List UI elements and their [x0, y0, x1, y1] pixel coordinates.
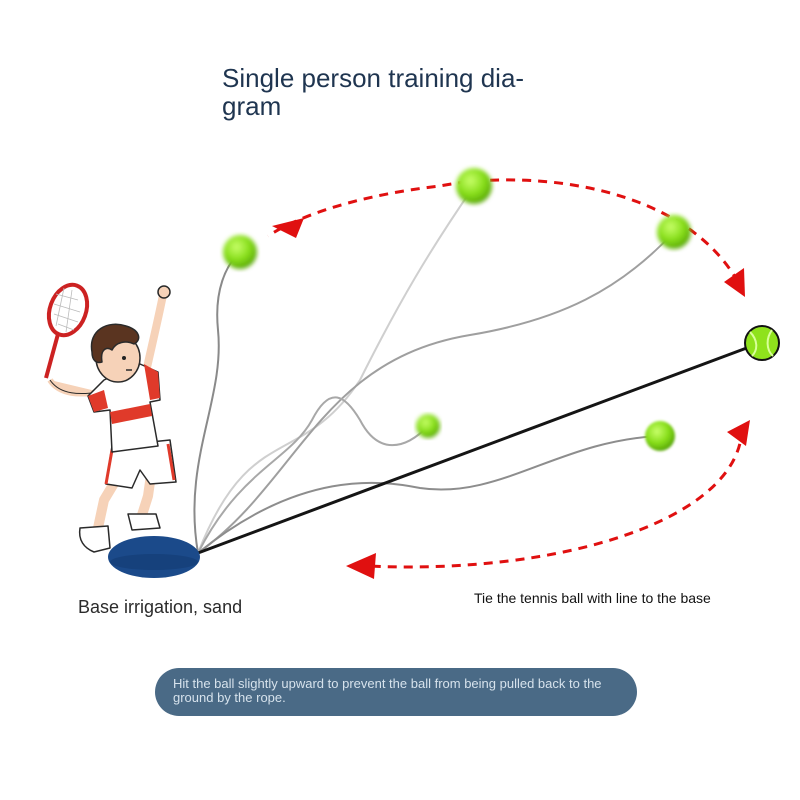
hair — [90, 323, 140, 364]
ropes — [193, 185, 762, 555]
arm-right — [142, 291, 167, 376]
tip-text: Hit the ball slightly upward to prevent … — [173, 676, 602, 705]
rope-to-ball-lower-right — [197, 435, 661, 554]
tie-caption: Tie the tennis ball with line to the bas… — [474, 590, 711, 606]
arrowhead-top-right — [724, 268, 745, 297]
ball-tethered-sharp — [744, 325, 780, 361]
rope-to-ball-right-top — [197, 231, 675, 554]
ball-top-blurred — [456, 168, 492, 204]
arrowheads — [272, 218, 750, 579]
rope-to-ball-top — [197, 185, 475, 554]
rope-to-ball-middle — [197, 396, 429, 554]
arrowhead-top-left — [272, 218, 304, 238]
player-illustration — [44, 282, 177, 553]
eye — [122, 356, 126, 360]
shorts — [105, 439, 177, 489]
hand-right — [157, 285, 171, 299]
base-shadow — [110, 554, 198, 570]
arc-arrow-bottom — [367, 427, 744, 569]
title-line-2: gram — [222, 91, 282, 121]
tip-banner: Hit the ball slightly upward to prevent … — [155, 668, 637, 716]
ball-right-top-blurred — [657, 215, 691, 249]
shoe-left — [78, 525, 111, 553]
arrowhead-bottom-right — [727, 420, 750, 446]
shoe-right — [127, 513, 161, 531]
ball-lower-right-blurred — [645, 421, 675, 451]
base-caption: Base irrigation, sand — [78, 597, 243, 617]
title-line-1: Single person training dia- — [222, 63, 525, 93]
ball-left-blurred — [223, 235, 257, 269]
racket-icon — [44, 282, 90, 379]
rope-to-ball-left — [193, 251, 241, 554]
rope-to-ball-taut — [196, 341, 762, 555]
diagram-title: Single person training dia- gram — [222, 64, 524, 120]
tennis-balls — [223, 168, 780, 451]
arrowhead-bottom-left — [346, 553, 376, 579]
ball-middle-blurred — [416, 414, 440, 438]
